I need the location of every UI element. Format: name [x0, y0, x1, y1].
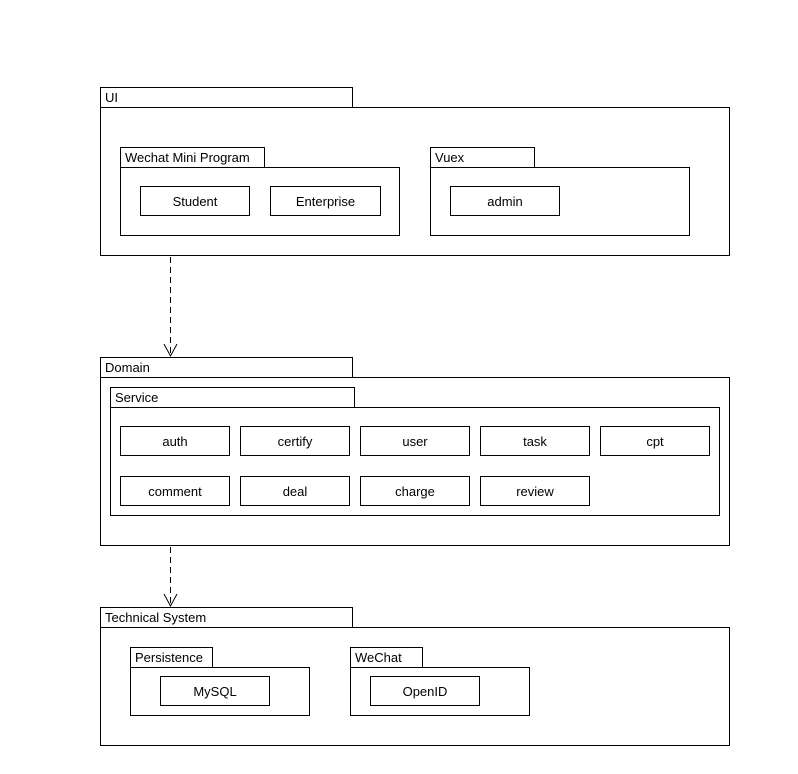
dependency-ui-to-domain [163, 257, 178, 358]
component-student: Student [140, 186, 250, 216]
component-deal: deal [240, 476, 350, 506]
domain-package-tab: Domain [100, 357, 353, 378]
service-package-tab: Service [110, 387, 355, 408]
component-mysql: MySQL [160, 676, 270, 706]
wechat-mini-program-package-tab: Wechat Mini Program [120, 147, 265, 168]
component-comment: comment [120, 476, 230, 506]
wechat-package-tab: WeChat [350, 647, 423, 668]
component-charge: charge [360, 476, 470, 506]
component-task: task [480, 426, 590, 456]
ui-package-tab: UI [100, 87, 353, 108]
component-auth: auth [120, 426, 230, 456]
technical-system-package-tab: Technical System [100, 607, 353, 628]
component-admin: admin [450, 186, 560, 216]
component-enterprise: Enterprise [270, 186, 381, 216]
component-cpt: cpt [600, 426, 710, 456]
vuex-package-tab: Vuex [430, 147, 535, 168]
component-openid: OpenID [370, 676, 480, 706]
component-user: user [360, 426, 470, 456]
component-review: review [480, 476, 590, 506]
component-certify: certify [240, 426, 350, 456]
persistence-package-tab: Persistence [130, 647, 213, 668]
dependency-domain-to-technical [163, 547, 178, 608]
